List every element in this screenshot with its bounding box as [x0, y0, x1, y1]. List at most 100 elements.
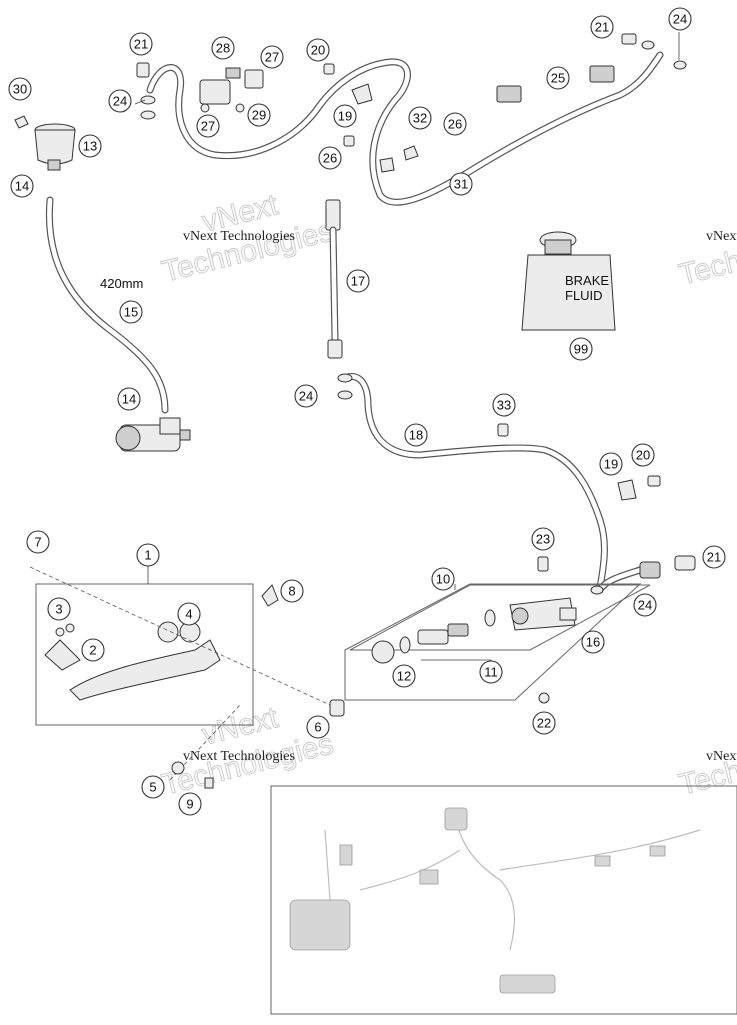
callout-4: 4 [177, 602, 201, 626]
callout-14-bottom: 14 [117, 387, 141, 411]
callout-10: 10 [431, 567, 455, 591]
svg-text:24: 24 [673, 12, 687, 27]
callout-3: 3 [47, 597, 71, 621]
svg-text:20: 20 [311, 43, 325, 58]
hose-length-label: 420mm [100, 276, 143, 291]
svg-text:18: 18 [409, 428, 423, 443]
svg-text:19: 19 [604, 457, 618, 472]
svg-text:33: 33 [497, 398, 511, 413]
master-cylinder-kit [344, 556, 651, 704]
svg-text:7: 7 [34, 535, 41, 550]
callout-8: 8 [280, 579, 304, 603]
top-brake-line [146, 51, 664, 206]
reservoir-cap [14, 115, 29, 129]
svg-text:12: 12 [397, 669, 411, 684]
callout-24-top-left: 24 [108, 89, 132, 113]
svg-text:28: 28 [216, 41, 230, 56]
svg-text:8: 8 [288, 584, 295, 599]
callout-28: 28 [211, 36, 235, 60]
callout-27-bottom: 27 [196, 114, 220, 138]
brake-fluid-can: BRAKE FLUID [521, 231, 616, 331]
svg-text:21: 21 [134, 37, 148, 52]
svg-text:9: 9 [186, 797, 193, 812]
callout-24-top-right: 24 [668, 7, 692, 31]
callout-21-top-left: 21 [129, 32, 153, 56]
callout-5: 5 [141, 775, 165, 799]
callout-30: 30 [8, 77, 32, 101]
callout-19-top: 19 [333, 104, 357, 128]
overview-inset [270, 785, 737, 1015]
svg-text:16: 16 [586, 635, 600, 650]
svg-text:99: 99 [574, 342, 588, 357]
svg-text:4: 4 [185, 607, 192, 622]
svg-text:Technologies: Technologies [676, 727, 737, 801]
svg-text:24: 24 [299, 389, 313, 404]
svg-text:1: 1 [144, 548, 151, 563]
callout-21-right: 21 [702, 545, 726, 569]
watermark-top: vNext Technologies vNext Technologies [158, 188, 337, 290]
callout-14-top: 14 [10, 174, 34, 198]
callout-2: 2 [81, 638, 105, 662]
callout-9: 9 [178, 792, 202, 816]
callout-24-right: 24 [633, 593, 657, 617]
svg-text:vNext Technologies: vNext Technologies [183, 749, 295, 764]
callout-31: 31 [449, 172, 473, 196]
rear-master-cylinder [115, 417, 191, 452]
callout-33: 33 [492, 393, 516, 417]
banjo-bolt-top-right [621, 33, 687, 70]
watermark-top-right: Technologies vNext Technologies [675, 217, 737, 292]
svg-text:vNext Technologies: vNext Technologies [706, 749, 737, 764]
svg-text:24: 24 [638, 598, 652, 613]
svg-text:22: 22 [537, 716, 551, 731]
banjo-bolt-top-left [136, 62, 156, 120]
svg-text:FLUID: FLUID [565, 288, 603, 303]
svg-text:19: 19 [338, 109, 352, 124]
svg-text:vNext Technologies: vNext Technologies [183, 229, 295, 244]
callout-25: 25 [546, 66, 570, 90]
reservoir [34, 123, 76, 171]
svg-text:31: 31 [454, 177, 468, 192]
callout-19-right: 19 [599, 452, 623, 476]
junction-block [199, 67, 264, 113]
callout-1: 1 [136, 543, 160, 567]
svg-text:3: 3 [55, 602, 62, 617]
svg-text:24: 24 [113, 94, 127, 109]
callout-15: 15 [119, 300, 143, 324]
svg-text:BRAKE: BRAKE [565, 273, 609, 288]
callout-27-top: 27 [260, 45, 284, 69]
callout-99: 99 [569, 337, 593, 361]
svg-text:15: 15 [124, 305, 138, 320]
svg-text:14: 14 [122, 392, 136, 407]
svg-text:5: 5 [149, 780, 156, 795]
svg-text:25: 25 [551, 71, 565, 86]
svg-text:11: 11 [484, 665, 498, 680]
callout-26-left: 26 [318, 146, 342, 170]
callout-24-middle: 24 [294, 384, 318, 408]
pedal-spring-and-bolt [171, 584, 345, 789]
watermark-bottom: vNext Technologies vNext Technologies [158, 701, 337, 803]
callout-7: 7 [26, 530, 50, 554]
callout-20-right: 20 [631, 443, 655, 467]
callout-6: 6 [306, 715, 330, 739]
reservoir-hose [45, 196, 169, 414]
hose-clips [496, 65, 615, 103]
small-parts-top [323, 63, 419, 173]
svg-text:17: 17 [351, 274, 365, 289]
callout-18: 18 [404, 423, 428, 447]
callout-17: 17 [346, 269, 370, 293]
svg-text:27: 27 [201, 119, 215, 134]
brake-line-18 [341, 373, 644, 594]
svg-text:29: 29 [252, 108, 266, 123]
svg-text:vNext Technologies: vNext Technologies [706, 229, 737, 244]
svg-text:26: 26 [448, 117, 462, 132]
right-banjo-parts [590, 475, 696, 595]
svg-text:2: 2 [89, 643, 96, 658]
callout-22: 22 [532, 711, 556, 735]
callout-32: 32 [408, 106, 432, 130]
svg-text:10: 10 [436, 572, 450, 587]
svg-text:27: 27 [265, 50, 279, 65]
callout-29: 29 [247, 103, 271, 127]
callout-11: 11 [479, 660, 503, 684]
svg-text:26: 26 [323, 151, 337, 166]
